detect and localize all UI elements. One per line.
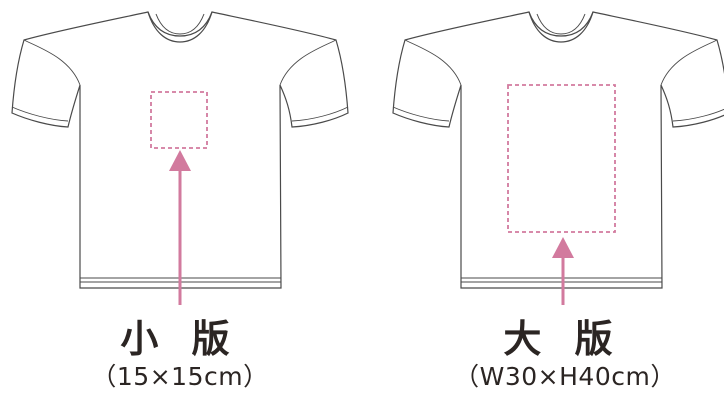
- large-size-dimensions: （W30×H40cm）: [454, 362, 676, 391]
- large-arrow-head: [552, 237, 574, 258]
- large-print-area: [507, 84, 616, 233]
- small-size-dimensions: （15×15cm）: [91, 362, 269, 391]
- small-print-area: [150, 91, 208, 149]
- small-arrow-head: [169, 150, 191, 171]
- small-size-name: 小 版: [120, 317, 240, 361]
- large-size-name: 大 版: [503, 317, 623, 361]
